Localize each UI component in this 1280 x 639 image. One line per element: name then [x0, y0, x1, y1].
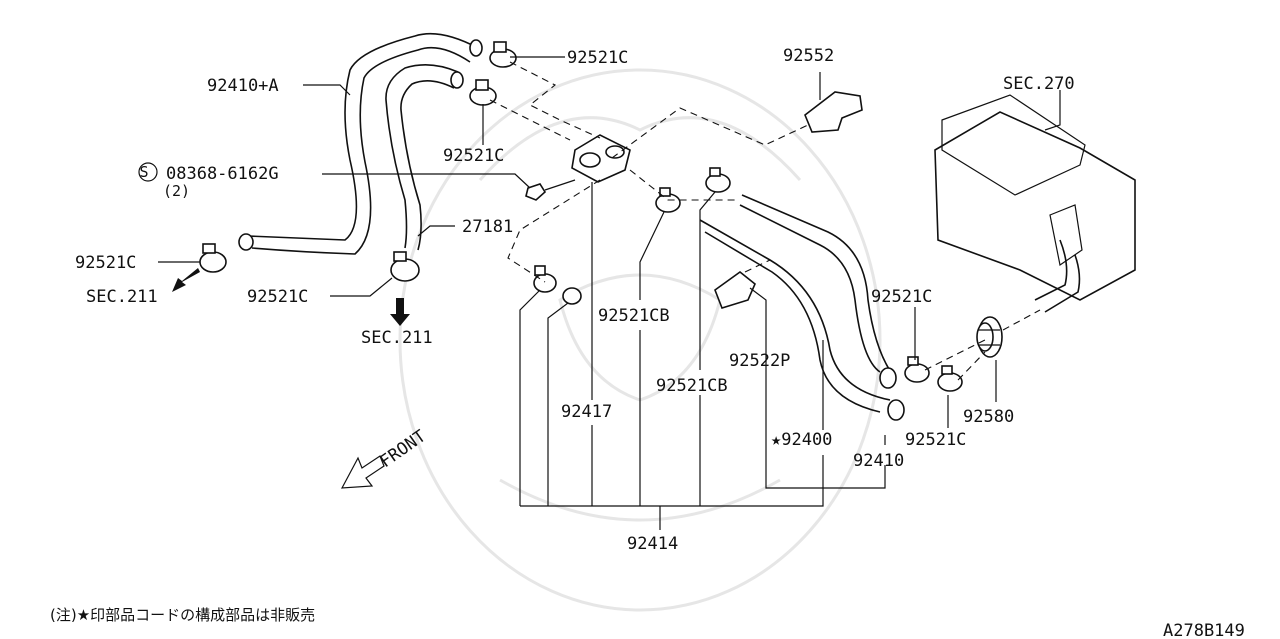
label-part-92417: 92417 [561, 402, 612, 422]
diagram-code: A278B149 [1163, 621, 1245, 639]
label-part-92410: 92410 [853, 451, 904, 471]
label-bolt-symbol: S [139, 163, 148, 181]
connector-block [571, 134, 631, 183]
label-clamp-mid-left: 92521C [247, 287, 308, 307]
label-hose-92410-a: 92410+A [207, 76, 279, 96]
assembly-lines [489, 61, 1041, 381]
label-part-92400: ★92400 [771, 430, 832, 450]
sec211-mid-arrow [390, 298, 410, 326]
clamp-top-2 [469, 79, 497, 106]
label-clamp-cb-2: 92521CB [656, 376, 728, 396]
label-valve-92580: 92580 [963, 407, 1014, 427]
clamp-cb-1 [655, 187, 681, 213]
clamp-left [199, 243, 227, 273]
joint-92414 [533, 265, 756, 309]
clamp-cb-2 [705, 167, 731, 193]
label-part-92522p: 92522P [729, 351, 790, 371]
label-bolt-code: 08368-6162G [166, 164, 279, 184]
label-bracket-92552: 92552 [783, 46, 834, 66]
label-clamp-top-2: 92521C [443, 146, 504, 166]
hose-27181 [385, 64, 464, 251]
label-bolt-qty: (2) [163, 182, 190, 200]
bolt-symbol-icon [138, 162, 158, 182]
label-part-92414: 92414 [627, 534, 678, 554]
clamp-right-2 [937, 365, 963, 392]
clamp-right-1 [904, 356, 930, 383]
sec211-left-arrow [172, 268, 200, 292]
footnote: (注)★印部品コードの構成部品は非販売 [50, 606, 315, 624]
hose-92410 [699, 194, 905, 421]
clamp-mid-left [390, 251, 420, 282]
clamp-top-1 [489, 41, 517, 68]
valve-92580 [976, 316, 1003, 358]
label-sec211-left: SEC.211 [86, 287, 158, 307]
bracket-92552 [804, 91, 863, 133]
bolt [525, 179, 576, 201]
label-sec211-mid: SEC.211 [361, 328, 433, 348]
label-clamp-right-1: 92521C [871, 287, 932, 307]
hose-92410-a [238, 32, 483, 255]
heater-unit [934, 94, 1136, 313]
label-clamp-right-2: 92521C [905, 430, 966, 450]
label-sec270: SEC.270 [1003, 74, 1075, 94]
leader-lines [158, 56, 1061, 530]
label-clamp-left: 92521C [75, 253, 136, 273]
label-hose-27181: 27181 [462, 217, 513, 237]
label-clamp-top-1: 92521C [567, 48, 628, 68]
front-arrow-icon [340, 455, 385, 489]
label-clamp-cb-1: 92521CB [598, 306, 670, 326]
